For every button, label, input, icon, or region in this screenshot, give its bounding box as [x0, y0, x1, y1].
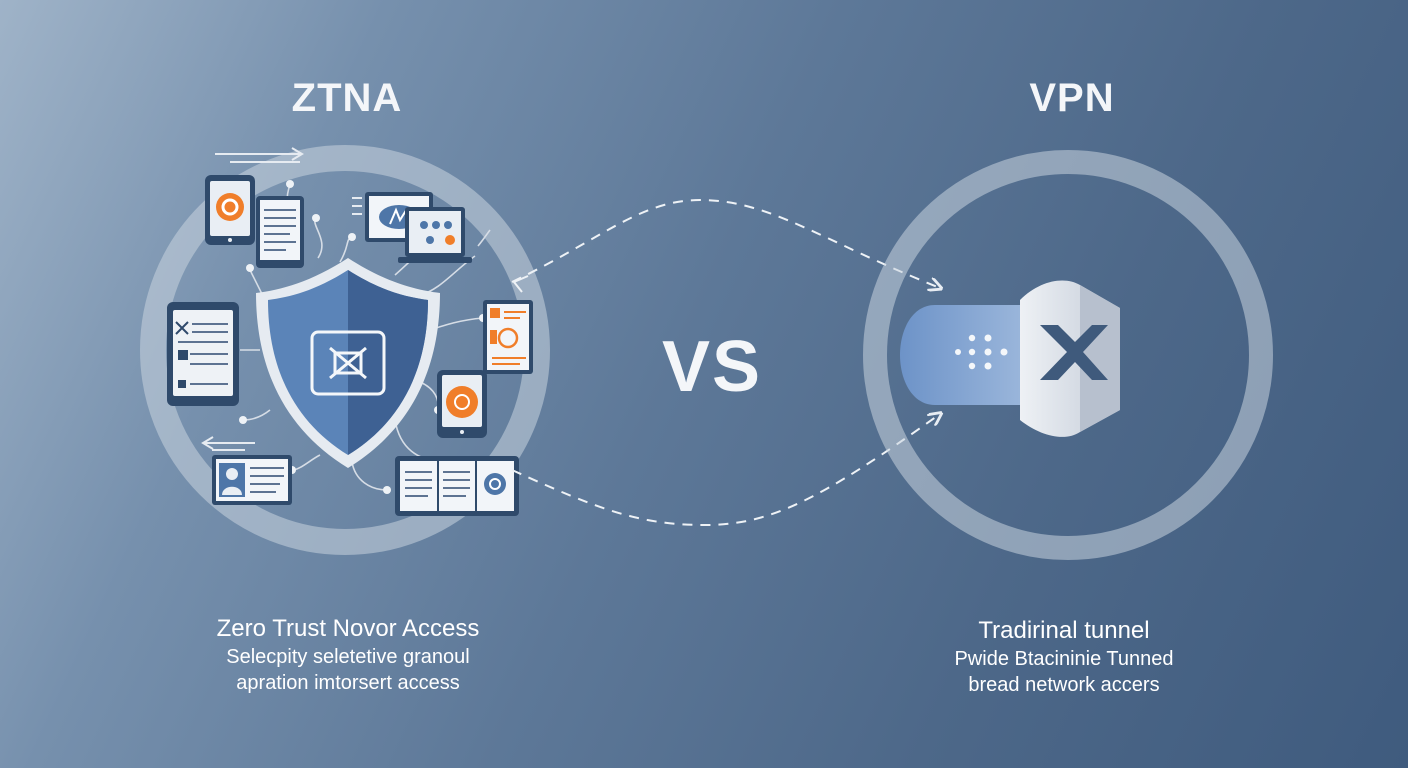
- vpn-caption-line: bread network accers: [968, 674, 1160, 696]
- laptop-icon: [395, 456, 519, 516]
- vs-label: VS: [661, 327, 763, 407]
- ztna-caption-heading: Zero Trust Novor Access: [216, 615, 480, 642]
- dashed-connector: [511, 198, 940, 527]
- shield-icon: [256, 258, 440, 468]
- ztna-caption-line: Selecpity seletetive granoul: [226, 646, 470, 668]
- vpn-caption-line: Pwide Btacininie Tunned: [954, 648, 1174, 670]
- cross-arrows-icon: [1040, 325, 1108, 380]
- ztna-ring: [140, 145, 550, 555]
- tablet-icon: [205, 175, 255, 245]
- laptop-icon: [398, 207, 472, 263]
- user-card-icon: [212, 455, 292, 505]
- document-icon: [483, 300, 533, 374]
- vpn-caption: Tradirinal tunnel Pwide Btacininie Tunne…: [854, 616, 1274, 698]
- vpn-tunnel-icon: [900, 280, 1120, 437]
- document-icon: [256, 196, 304, 268]
- vpn-title: VPN: [1029, 76, 1115, 120]
- tablet-icon: [167, 302, 239, 406]
- phone-icon: [437, 370, 487, 438]
- ztna-title: ZTNA: [291, 76, 403, 120]
- vpn-caption-heading: Tradirinal tunnel: [978, 617, 1150, 644]
- vpn-ring: [863, 150, 1273, 560]
- ztna-caption-line: apration imtorsert access: [236, 672, 460, 694]
- left-arrows: [201, 436, 255, 451]
- top-arrows: [215, 147, 304, 163]
- arrow-head-left: [512, 275, 529, 293]
- ztna-caption: Zero Trust Novor Access Selecpity selete…: [138, 614, 558, 696]
